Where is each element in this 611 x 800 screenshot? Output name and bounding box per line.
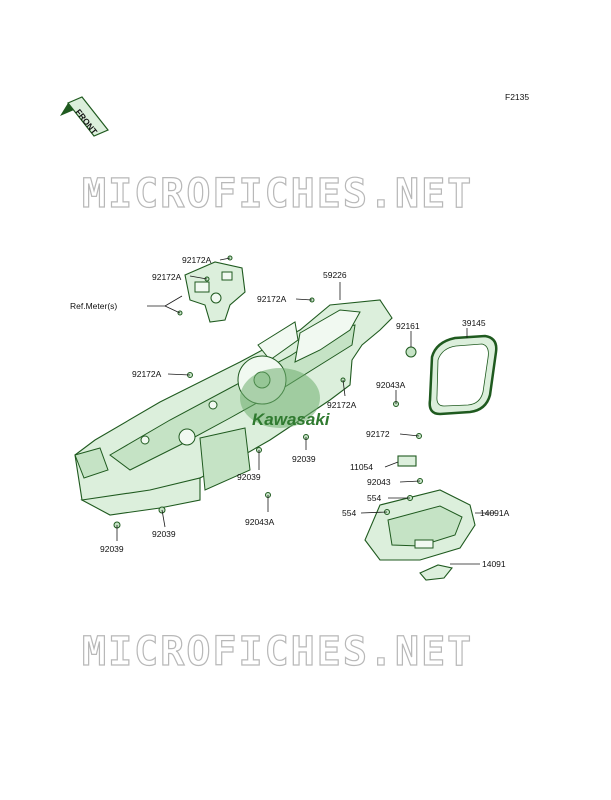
label-92172A-mid: 92172A [257, 294, 287, 304]
label-14091A: 14091A [480, 508, 510, 518]
leader-lines [116, 257, 495, 565]
label-92172A-left: 92172A [132, 369, 162, 379]
label-92172A-top: 92172A [182, 255, 212, 265]
label-554-b: 554 [342, 508, 356, 518]
label-92043A-b: 92043A [245, 517, 275, 527]
label-39145: 39145 [462, 318, 486, 328]
watermark-top: MICROFICHES.NET [82, 171, 473, 217]
watermark-bottom: MICROFICHES.NET [82, 629, 473, 675]
dash-panel [74, 299, 393, 516]
label-92172A-2: 92172A [152, 272, 182, 282]
label-ref-meter: Ref.Meter(s) [70, 301, 117, 311]
figure-code: F2135 [505, 92, 529, 102]
lid-14091 [419, 564, 453, 581]
kawasaki-logo: Kawasaki [240, 368, 331, 429]
label-92172: 92172 [366, 429, 390, 439]
meter-bracket [184, 261, 246, 323]
label-14091: 14091 [482, 559, 506, 569]
label-92161: 92161 [396, 321, 420, 331]
label-92039-m: 92039 [237, 472, 261, 482]
label-92043A-r: 92043A [376, 380, 406, 390]
label-92172A-r: 92172A [327, 400, 357, 410]
label-92043: 92043 [367, 477, 391, 487]
label-554-a: 554 [367, 493, 381, 503]
label-11054: 11054 [350, 462, 373, 472]
glove-box-14091A [364, 489, 476, 561]
label-92039-bm: 92039 [152, 529, 176, 539]
front-arrow-icon: FRONT [60, 96, 109, 137]
label-92039-bl: 92039 [100, 544, 124, 554]
label-92039-c: 92039 [292, 454, 316, 464]
svg-text:Kawasaki: Kawasaki [252, 410, 331, 429]
meter-cover-39145 [428, 334, 498, 416]
label-59226: 59226 [323, 270, 347, 280]
part-labels: 92172A 92172A Ref.Meter(s) 92172A 59226 … [70, 255, 510, 569]
